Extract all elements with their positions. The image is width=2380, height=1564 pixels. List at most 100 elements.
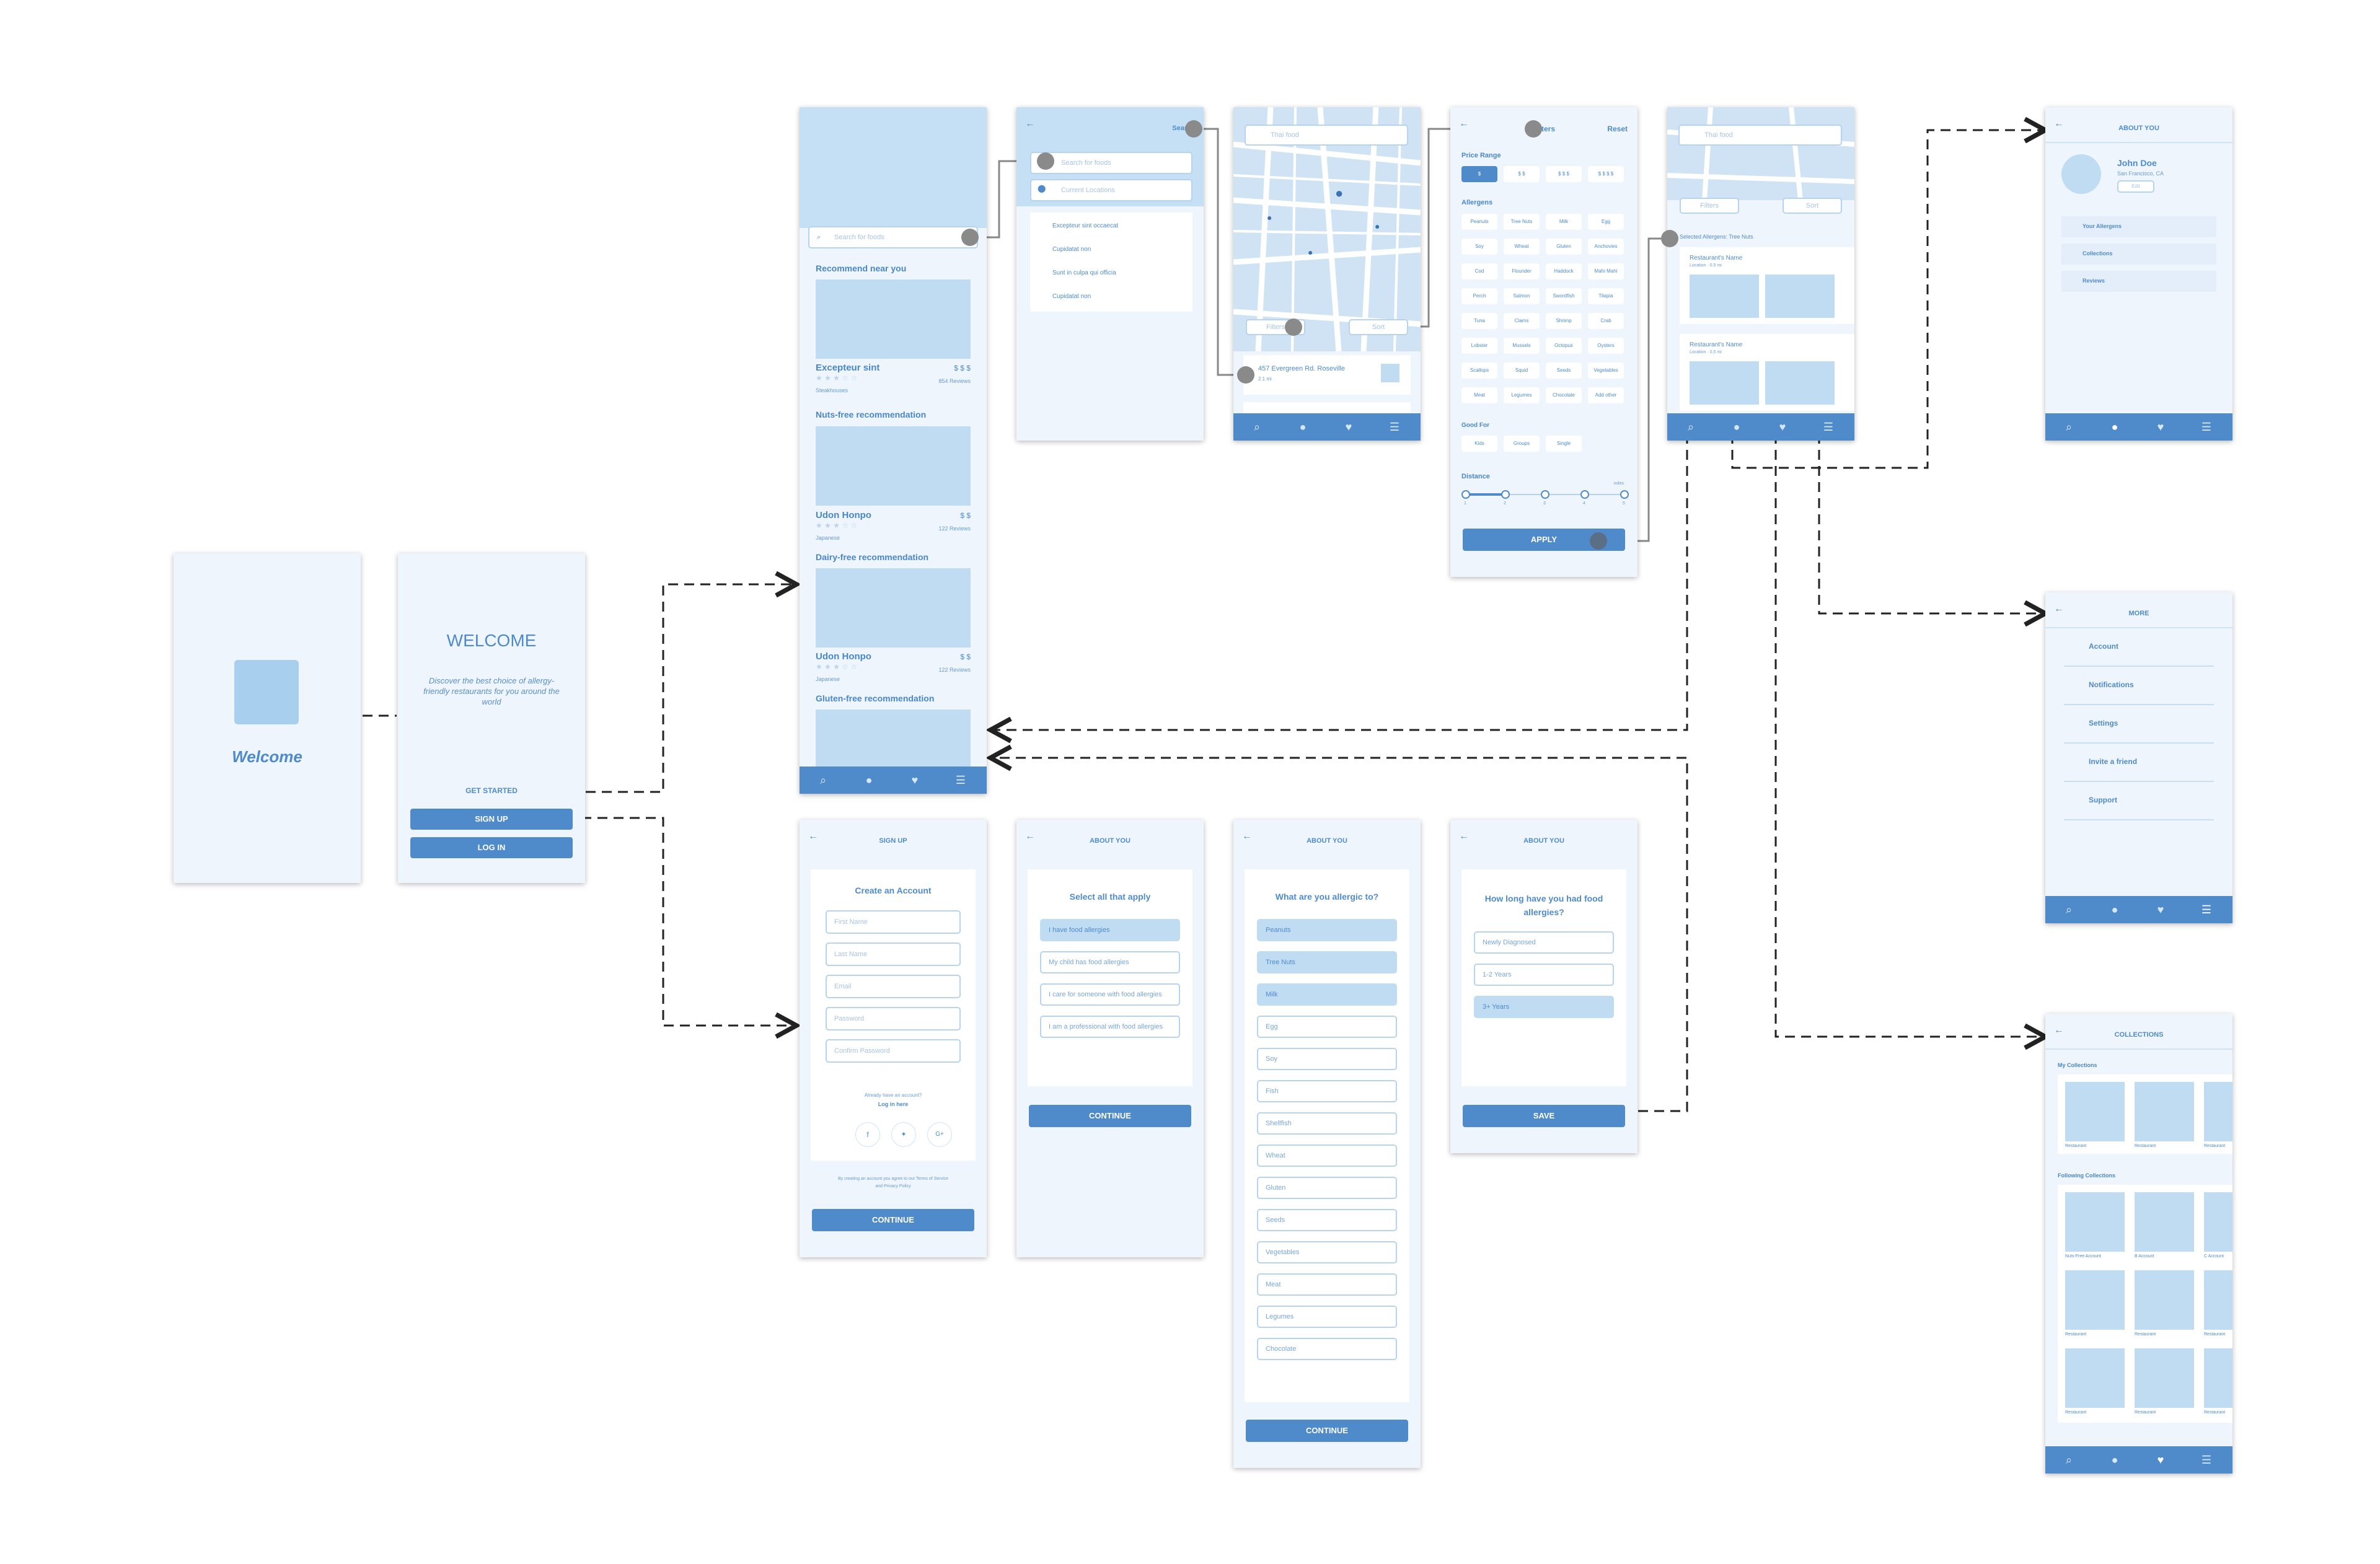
back-arrow-icon[interactable]: ← <box>1025 118 1035 129</box>
good-for-chip[interactable]: Kids <box>1461 436 1497 452</box>
collection-tile[interactable] <box>2204 1192 2232 1252</box>
profile-item[interactable]: Collections <box>2061 244 2216 265</box>
map-pin-icon[interactable]: ● <box>1375 221 1380 231</box>
option-item[interactable]: Shellfish <box>1257 1112 1397 1135</box>
log-in-button[interactable]: LOG IN <box>410 837 573 858</box>
result-item[interactable]: Cupidatat non <box>1052 293 1091 300</box>
collection-tile[interactable] <box>2135 1348 2194 1408</box>
result-item[interactable]: Excepteur sint occaecat <box>1052 222 1119 229</box>
price-chip[interactable]: $ $ <box>1504 166 1540 182</box>
allergen-chip[interactable]: Tuna <box>1461 313 1497 329</box>
continue-button[interactable]: CONTINUE <box>1246 1420 1408 1442</box>
profile-item[interactable]: Your Allergens <box>2061 216 2216 237</box>
heart-icon[interactable]: ♥ <box>1779 421 1786 433</box>
search-foods-input[interactable]: Search for foods <box>1030 152 1192 174</box>
google-plus-icon[interactable]: G+ <box>927 1122 952 1147</box>
heart-icon[interactable]: ♥ <box>911 774 919 786</box>
back-arrow-icon[interactable]: ← <box>1459 118 1469 129</box>
restaurant-image[interactable] <box>816 279 971 359</box>
allergen-chip[interactable]: Swordfish <box>1546 288 1582 304</box>
option-item[interactable]: Wheat <box>1257 1144 1397 1167</box>
back-arrow-icon[interactable]: ← <box>2054 1025 2064 1035</box>
allergen-chip[interactable]: Tree Nuts <box>1504 214 1540 230</box>
restaurant-name[interactable]: Udon Honpo <box>816 510 871 521</box>
search-icon[interactable]: ⌕ <box>1253 421 1261 433</box>
menu-icon[interactable]: ☰ <box>955 774 966 786</box>
option-item[interactable]: Newly Diagnosed <box>1474 931 1614 954</box>
last-name-input[interactable]: Last Name <box>826 942 961 966</box>
profile-icon[interactable]: ● <box>1299 421 1307 433</box>
allergen-chip[interactable]: Seeds <box>1546 362 1582 379</box>
menu-icon[interactable]: ☰ <box>2201 421 2212 433</box>
menu-item-notifications[interactable]: Notifications <box>2064 666 2214 705</box>
allergen-chip[interactable]: Soy <box>1461 239 1497 255</box>
allergen-chip[interactable]: Mahi Mahi <box>1588 263 1624 279</box>
allergen-chip[interactable]: Haddock <box>1546 263 1582 279</box>
collection-tile[interactable] <box>2065 1192 2125 1252</box>
continue-button[interactable]: CONTINUE <box>812 1209 974 1231</box>
restaurant-name[interactable]: Udon Honpo <box>816 651 871 662</box>
password-input[interactable]: Password <box>826 1007 961 1030</box>
search-icon[interactable]: ⌕ <box>2065 421 2073 433</box>
allergen-chip[interactable]: Mussels <box>1504 338 1540 354</box>
menu-icon[interactable]: ☰ <box>1389 421 1400 433</box>
allergen-chip[interactable]: Salmon <box>1504 288 1540 304</box>
log-in-link[interactable]: Log in here <box>878 1101 909 1107</box>
restaurant-card[interactable]: Restaurant's Name Location · 0.5 mi <box>1680 334 1854 411</box>
location-input[interactable]: Current Locations <box>1030 179 1192 201</box>
result-item[interactable]: Sunt in culpa qui officia <box>1052 270 1116 276</box>
twitter-icon[interactable]: ✦ <box>891 1122 916 1147</box>
allergen-chip[interactable]: Shrimp <box>1546 313 1582 329</box>
confirm-password-input[interactable]: Confirm Password <box>826 1039 961 1063</box>
back-arrow-icon[interactable]: ← <box>2054 118 2064 129</box>
option-item[interactable]: I care for someone with food allergies <box>1040 983 1180 1006</box>
slider-knob[interactable] <box>1501 490 1510 499</box>
option-item[interactable]: Peanuts <box>1257 919 1397 941</box>
restaurant-image[interactable] <box>816 426 971 506</box>
option-item[interactable]: Meat <box>1257 1273 1397 1296</box>
profile-icon[interactable]: ● <box>2111 903 2118 916</box>
search-icon[interactable]: ⌕ <box>1687 421 1695 433</box>
option-item[interactable]: Seeds <box>1257 1209 1397 1231</box>
menu-icon[interactable]: ☰ <box>2201 903 2212 916</box>
option-item[interactable]: My child has food allergies <box>1040 951 1180 973</box>
price-chip[interactable]: $ $ $ <box>1546 166 1582 182</box>
option-item[interactable]: Gluten <box>1257 1177 1397 1199</box>
restaurant-image[interactable] <box>816 710 971 771</box>
option-item[interactable]: 1-2 Years <box>1474 964 1614 986</box>
menu-item-invite[interactable]: Invite a friend <box>2064 742 2214 782</box>
menu-item-settings[interactable]: Settings <box>2064 704 2214 744</box>
restaurant-card[interactable]: Restaurant's Name Location · 0.5 mi <box>1680 247 1854 324</box>
option-item[interactable]: I have food allergies <box>1040 919 1180 941</box>
profile-item[interactable]: Reviews <box>2061 271 2216 292</box>
option-item[interactable]: Soy <box>1257 1048 1397 1070</box>
search-icon[interactable]: ⌕ <box>2065 1454 2073 1466</box>
collection-tile[interactable] <box>2065 1082 2125 1141</box>
allergen-chip[interactable]: Gluten <box>1546 239 1582 255</box>
slider-knob[interactable] <box>1541 490 1549 499</box>
restaurant-image[interactable] <box>816 568 971 648</box>
back-arrow-icon[interactable]: ← <box>2054 604 2064 614</box>
sign-up-button[interactable]: SIGN UP <box>410 809 573 830</box>
menu-item-support[interactable]: Support <box>2064 781 2214 820</box>
price-chip[interactable]: $ <box>1461 166 1497 182</box>
sort-button[interactable]: Sort <box>1349 319 1408 335</box>
allergen-chip[interactable]: Cod <box>1461 263 1497 279</box>
collection-tile[interactable] <box>2065 1270 2125 1330</box>
map-pin-icon[interactable]: ● <box>1335 185 1344 201</box>
map-view[interactable] <box>1667 107 1854 200</box>
facebook-icon[interactable]: f <box>855 1122 880 1147</box>
collection-tile[interactable] <box>2204 1270 2232 1330</box>
back-arrow-icon[interactable]: ← <box>1242 831 1252 841</box>
first-name-input[interactable]: First Name <box>826 910 961 934</box>
allergen-chip[interactable]: Crab <box>1588 313 1624 329</box>
results-search-input[interactable]: Thai food <box>1678 125 1842 146</box>
allergen-chip[interactable]: Perch <box>1461 288 1497 304</box>
heart-icon[interactable]: ♥ <box>2157 421 2164 433</box>
option-item[interactable]: I am a professional with food allergies <box>1040 1016 1180 1038</box>
option-item[interactable]: Fish <box>1257 1080 1397 1102</box>
home-search-input[interactable]: ⌕ Search for foods <box>808 226 978 248</box>
map-pin-icon[interactable]: ● <box>1308 247 1313 257</box>
collection-tile[interactable] <box>2135 1270 2194 1330</box>
allergen-chip[interactable]: Squid <box>1504 362 1540 379</box>
